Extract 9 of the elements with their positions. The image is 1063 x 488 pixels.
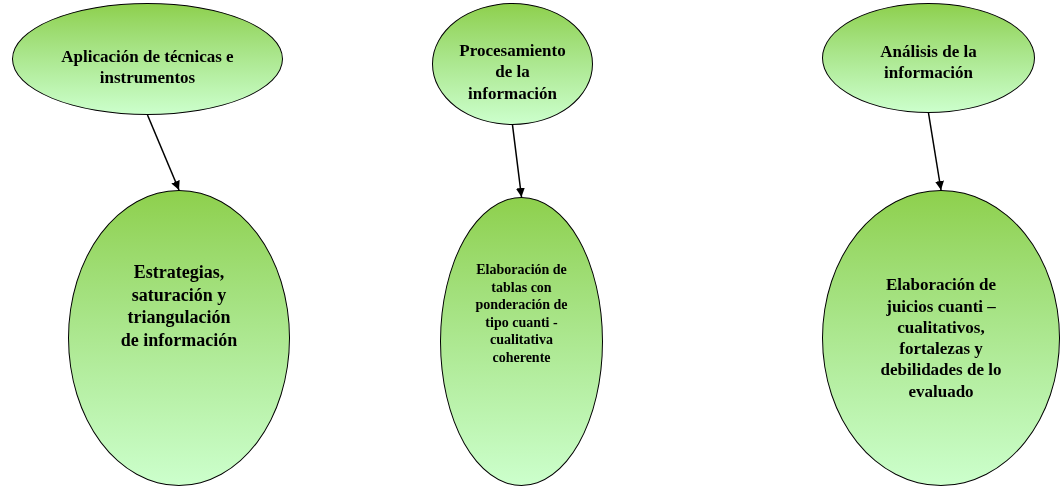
node-label: Procesamiento de la información xyxy=(458,40,567,104)
arrow xyxy=(511,124,525,198)
arrow xyxy=(146,114,180,191)
node-label: Estrategias, saturación y triangulación de información xyxy=(119,261,239,351)
node-label: Aplicación de técnicas e instrumentos xyxy=(60,45,235,89)
arrow xyxy=(927,112,944,191)
node-label: Elaboración de tablas con ponderación de tipo cuanti - cualitativa coherente xyxy=(474,261,569,366)
node-label: Elaboración de juicios cuanti – cualitativos, fortalezas y debilidades de lo evaluado xyxy=(879,274,1003,402)
node-label: Análisis de la información xyxy=(879,40,978,84)
